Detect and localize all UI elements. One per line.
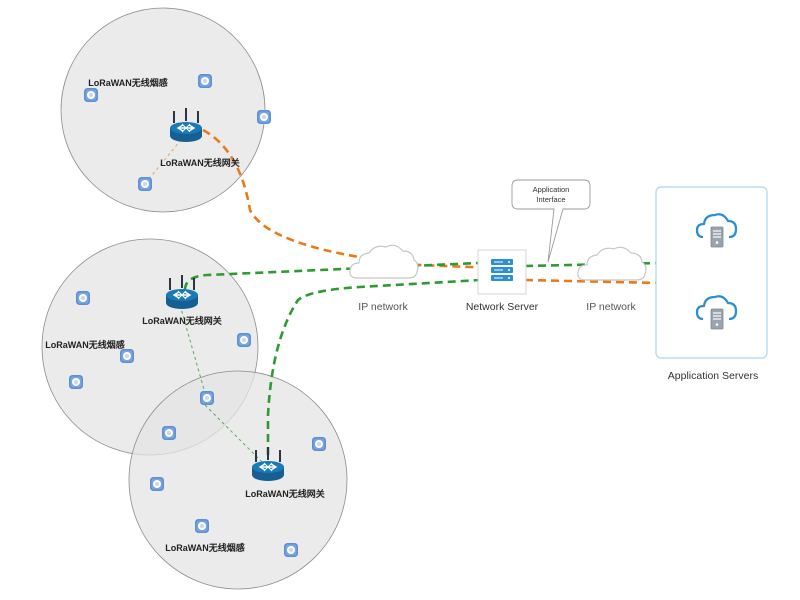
network-server[interactable]: Network Server <box>466 249 539 313</box>
application-servers-panel: Application Servers <box>655 186 768 382</box>
gateway-bottom[interactable]: LoRaWAN无线网关 <box>245 446 325 499</box>
router-icon <box>169 107 203 143</box>
application-interface-line1: Application <box>533 185 570 194</box>
application-servers-label: Application Servers <box>668 370 758 382</box>
router-icon <box>165 274 199 310</box>
smoke-sensor-icon[interactable] <box>237 333 251 347</box>
smoke-sensor-icon[interactable] <box>150 477 164 491</box>
gateway-top[interactable]: LoRaWAN无线网关 <box>160 107 240 168</box>
ip-network-label-left: IP network <box>358 301 408 313</box>
ip-network-label-right: IP network <box>586 301 636 313</box>
ip-network-cloud-left: IP network <box>349 244 419 313</box>
sensor-label-middle: LoRaWAN无线烟感 <box>45 339 125 350</box>
smoke-sensor-icon[interactable] <box>312 437 326 451</box>
sensor-label-top: LoRaWAN无线烟感 <box>88 77 168 88</box>
coverage-cell-top <box>60 7 266 213</box>
uplink-bottom-gateway <box>266 278 481 455</box>
smoke-sensor-icon[interactable] <box>120 349 134 363</box>
smoke-sensor-icon[interactable] <box>84 88 98 102</box>
ip-network-cloud-right: IP network <box>577 246 647 313</box>
smoke-sensor-icon[interactable] <box>200 391 214 405</box>
coverage-cell-bottom <box>128 370 348 590</box>
gateway-label-middle: LoRaWAN无线网关 <box>142 315 222 326</box>
smoke-sensor-icon[interactable] <box>257 110 271 124</box>
smoke-sensor-icon[interactable] <box>76 291 90 305</box>
smoke-sensor-icon[interactable] <box>195 519 209 533</box>
smoke-sensor-icon[interactable] <box>198 74 212 88</box>
sensor-label-bottom: LoRaWAN无线烟感 <box>165 542 245 553</box>
application-interface-line2: Interface <box>536 195 565 204</box>
router-icon <box>251 446 285 482</box>
mesh-link-top <box>147 134 186 181</box>
smoke-sensor-icon[interactable] <box>284 543 298 557</box>
uplink-middle-gateway <box>183 261 479 291</box>
gateway-label-top: LoRaWAN无线网关 <box>160 157 240 168</box>
mesh-link-middle-b <box>204 404 263 463</box>
network-server-icon <box>491 259 513 281</box>
smoke-sensor-icon[interactable] <box>69 375 83 389</box>
smoke-sensor-icon[interactable] <box>138 177 152 191</box>
cloud-icon <box>577 246 647 281</box>
network-server-label: Network Server <box>466 301 539 313</box>
smoke-sensor-icon[interactable] <box>162 426 176 440</box>
application-interface-callout: Application Interface <box>511 179 591 263</box>
cloud-icon <box>349 244 419 279</box>
gateway-middle[interactable]: LoRaWAN无线网关 <box>142 274 222 326</box>
application-servers-frame <box>655 186 768 359</box>
gateway-label-bottom: LoRaWAN无线网关 <box>245 488 325 499</box>
